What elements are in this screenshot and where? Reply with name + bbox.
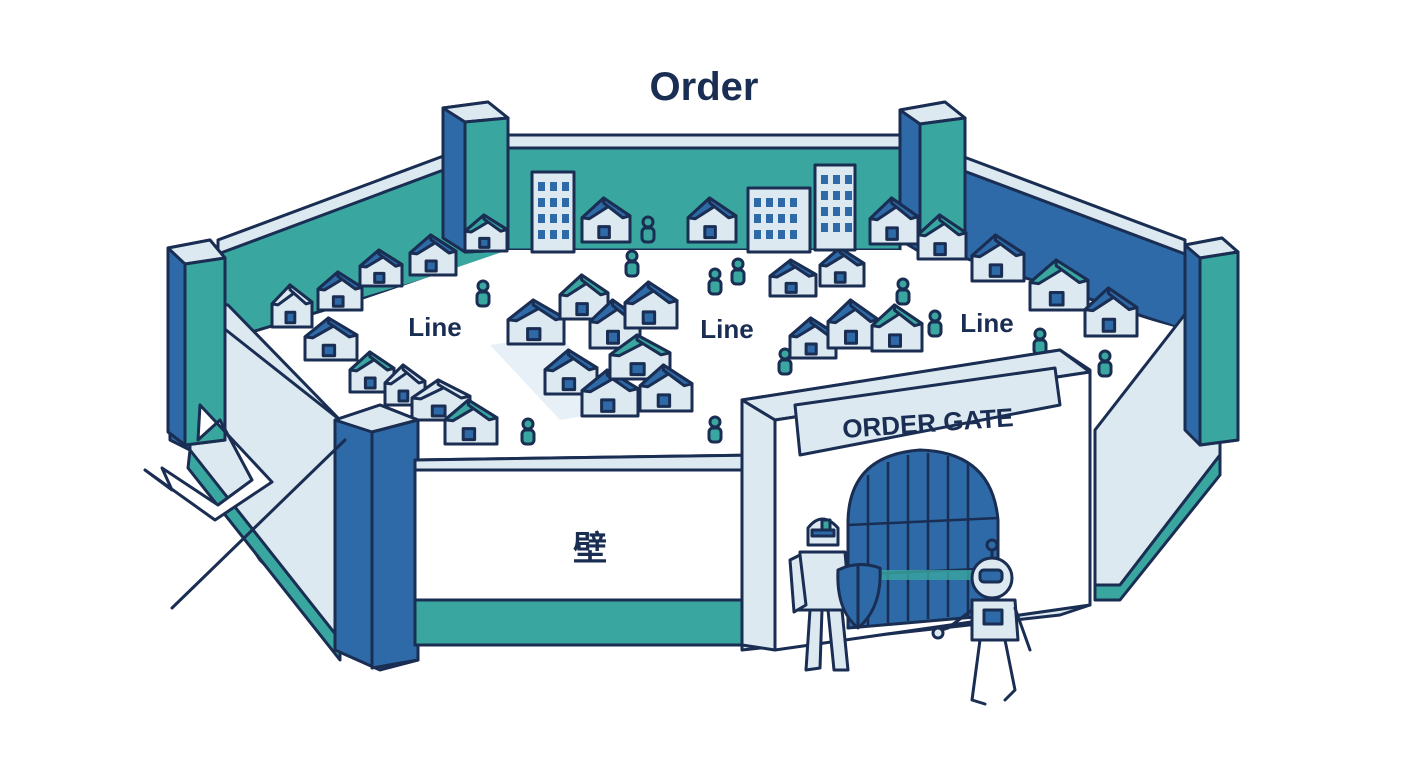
person — [477, 281, 489, 306]
tower-left — [168, 240, 225, 445]
tower-front-left — [335, 405, 418, 670]
person — [732, 259, 744, 284]
building — [815, 165, 855, 250]
person — [626, 251, 638, 276]
person — [779, 349, 791, 374]
person — [1099, 351, 1111, 376]
person — [522, 419, 534, 444]
building — [532, 172, 574, 252]
district-label-1: Line — [408, 312, 461, 342]
person — [709, 269, 721, 294]
building — [748, 188, 810, 252]
person — [709, 417, 721, 442]
district-label-2: Line — [700, 314, 753, 344]
district-label-3: Line — [960, 308, 1013, 338]
front-wall: 壁 — [415, 455, 760, 645]
person — [642, 217, 654, 242]
person — [897, 279, 909, 304]
tower-right — [1185, 238, 1238, 445]
title: Order — [650, 65, 759, 109]
wall-sign: 壁 — [573, 530, 607, 568]
person — [929, 311, 941, 336]
person — [1034, 329, 1046, 354]
